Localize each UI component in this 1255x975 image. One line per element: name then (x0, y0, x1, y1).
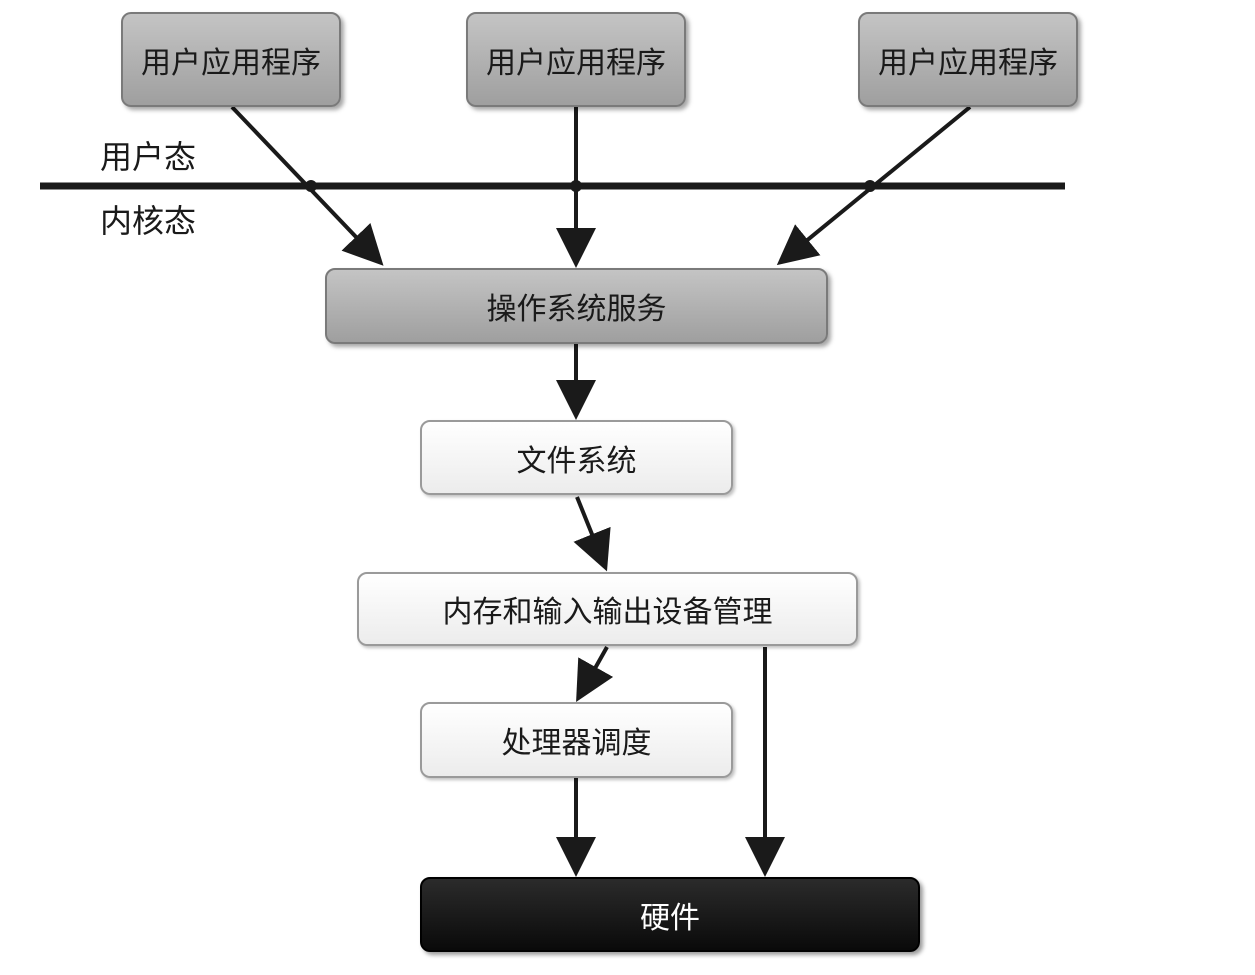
memory-io-label: 内存和输入输出设备管理 (442, 595, 773, 630)
file-system-box: 文件系统 (420, 420, 733, 495)
os-service-label: 操作系统服务 (486, 292, 667, 327)
kernel-mode-label: 内核态 (100, 202, 197, 240)
arrow-app3-to-os-service (776, 105, 972, 266)
file-system-label: 文件系统 (516, 443, 637, 479)
user-app-label-2: 用户应用程序 (486, 45, 666, 81)
user-app-label-3: 用户应用程序 (878, 45, 1058, 81)
hardware-box: 硬件 (420, 877, 920, 952)
cpu-scheduling-label: 处理器调度 (501, 726, 652, 761)
memory-io-box: 内存和输入输出设备管理 (357, 572, 858, 646)
user-app-box-1: 用户应用程序 (121, 12, 341, 107)
user-app-label-1: 用户应用程序 (141, 45, 321, 81)
user-app-box-2: 用户应用程序 (466, 12, 686, 107)
hardware-label: 硬件 (640, 900, 700, 936)
user-mode-label: 用户态 (100, 138, 197, 176)
cpu-scheduling-box: 处理器调度 (420, 702, 733, 778)
os-service-box: 操作系统服务 (325, 268, 828, 344)
arrow-app1-to-os-service (230, 105, 384, 266)
arrow-fs-to-mem-io (573, 496, 611, 572)
arrow-mem-io-to-cpu (576, 646, 614, 702)
user-app-box-3: 用户应用程序 (858, 12, 1078, 107)
